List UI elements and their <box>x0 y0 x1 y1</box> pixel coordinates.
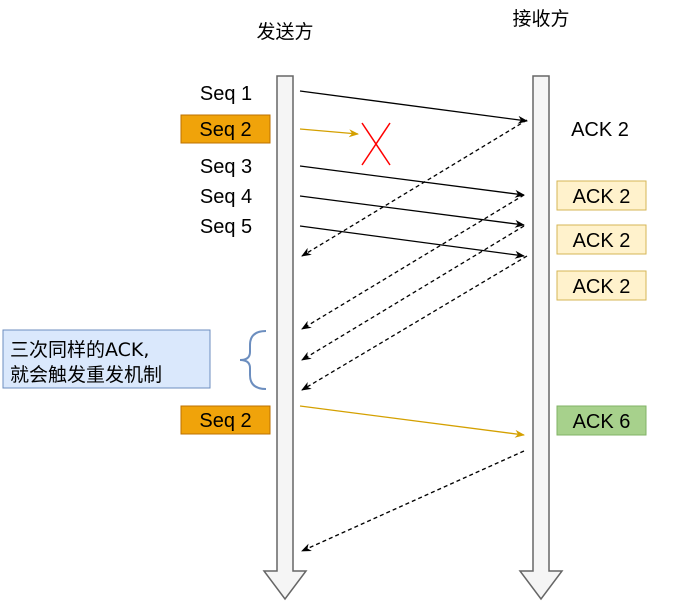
ack-2-label-2: ACK 2 <box>573 186 631 208</box>
seq-4-arrow <box>299 195 525 228</box>
seq-4-label: Seq 4 <box>200 186 252 208</box>
seq-3-label: Seq 3 <box>200 156 252 178</box>
note-box <box>2 329 211 389</box>
seq-2-box <box>180 114 271 144</box>
seq-2-lost-arrow <box>299 128 359 138</box>
seq-5-label: Seq 5 <box>200 216 252 238</box>
seq-2-retransmit-box <box>180 405 271 435</box>
ack-arrow-2 <box>301 194 525 330</box>
curly-brace <box>239 330 267 390</box>
ack-2-label-1: ACK 2 <box>571 119 629 141</box>
receiver-lifeline <box>518 75 564 601</box>
seq-3-arrow <box>299 165 525 198</box>
seq-5-arrow <box>299 225 525 259</box>
note-line-1: 三次同样的ACK, <box>10 339 149 361</box>
seq-2-label: Seq 2 <box>199 119 251 141</box>
note-line-2: 就会触发重发机制 <box>10 364 162 386</box>
ack-arrow-4 <box>301 255 528 391</box>
sender-title: 发送方 <box>256 21 313 43</box>
ack-2-box-4 <box>556 270 647 301</box>
seq-1-arrow <box>299 90 528 124</box>
ack-2-label-4: ACK 2 <box>573 276 631 298</box>
sender-lifeline <box>262 75 308 601</box>
seq-2-retransmit-label: Seq 2 <box>199 410 251 432</box>
ack-6-label: ACK 6 <box>573 411 631 433</box>
ack-2-box-2 <box>556 180 647 211</box>
seq-1-label: Seq 1 <box>200 83 252 105</box>
lost-packet-x-icon <box>361 122 391 166</box>
ack-arrow-5 <box>301 450 525 552</box>
ack-arrow-3 <box>301 225 525 361</box>
ack-2-label-3: ACK 2 <box>573 230 631 252</box>
ack-6-box <box>556 405 647 436</box>
ack-2-box-3 <box>556 224 647 255</box>
seq-2-retransmit-arrow <box>299 405 525 438</box>
receiver-title: 接收方 <box>512 8 569 30</box>
ack-arrow-1 <box>301 119 528 257</box>
